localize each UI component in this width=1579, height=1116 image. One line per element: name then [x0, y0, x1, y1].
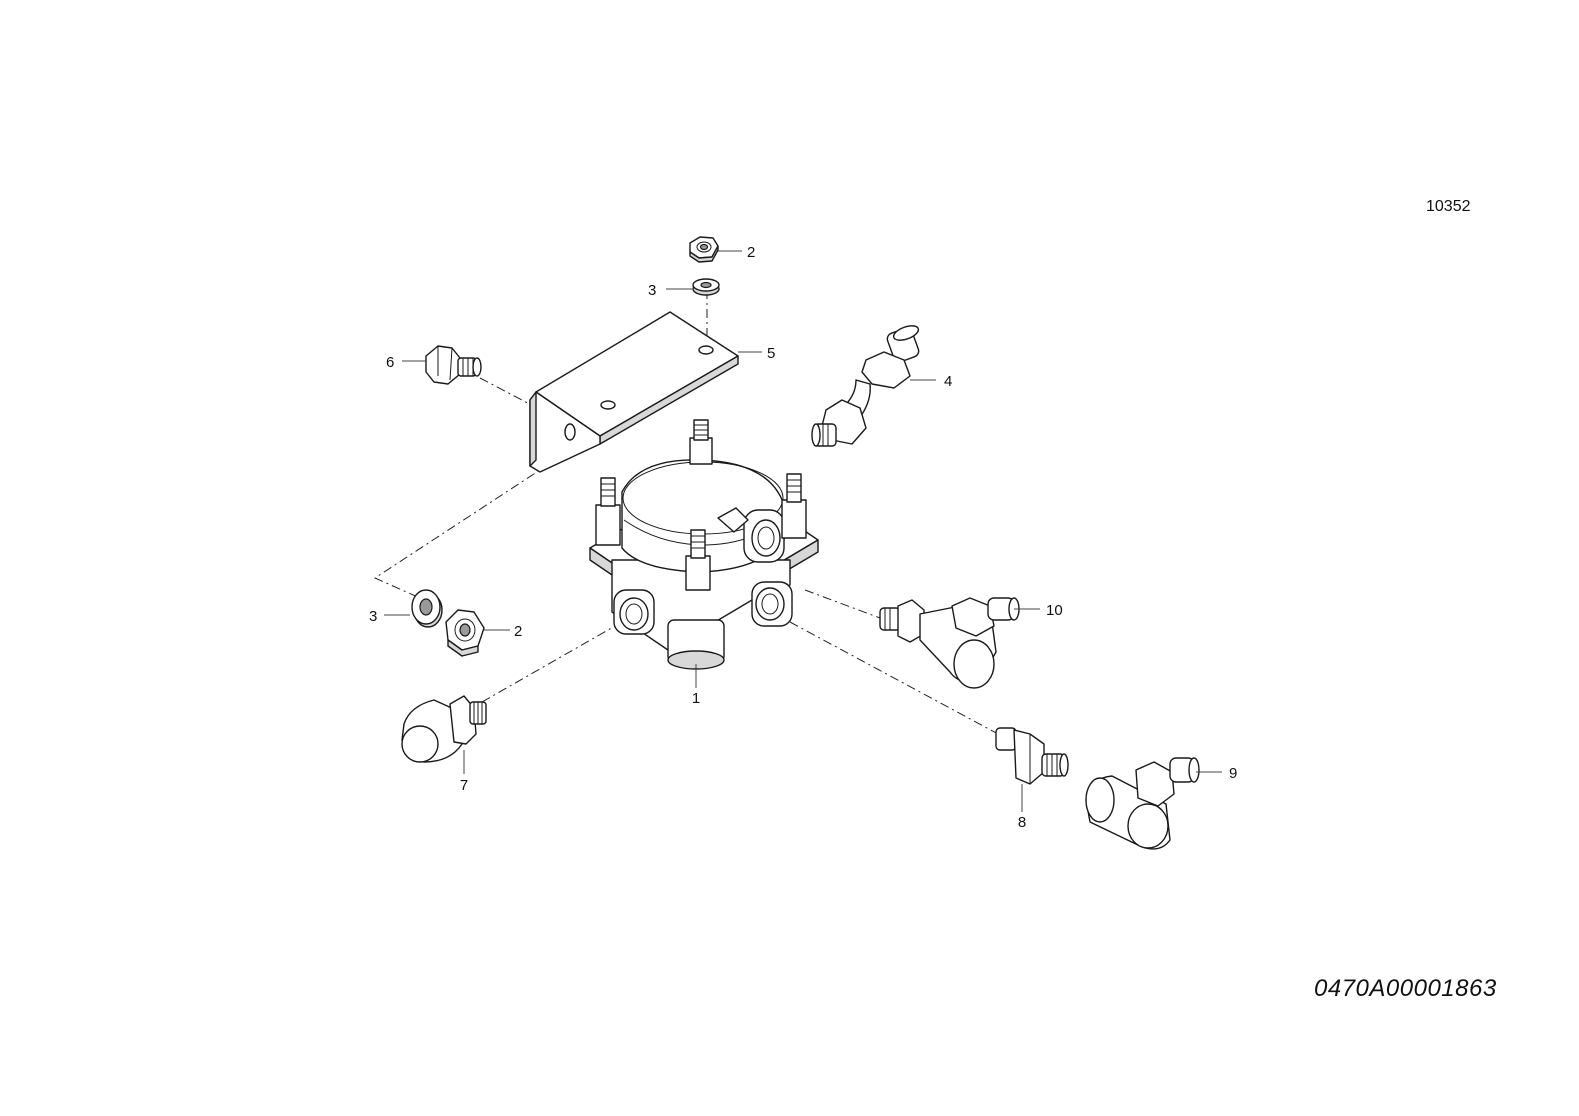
callout-4: 4 — [944, 373, 952, 390]
drawing-code: 0470A00001863 — [1314, 975, 1497, 1002]
stud-right — [781, 473, 807, 539]
hex-nut-top — [689, 236, 719, 263]
callout-8: 8 — [1018, 814, 1026, 831]
callout-6: 6 — [386, 354, 394, 371]
callout-2-lower: 2 — [514, 623, 522, 640]
callout-9: 9 — [1229, 765, 1237, 782]
callout-2-top: 2 — [747, 244, 755, 261]
callout-3-top: 3 — [648, 282, 656, 299]
callout-labels: 1 2 3 4 5 6 3 2 10 7 8 9 — [369, 244, 1237, 831]
relay-valve — [589, 419, 819, 670]
mounting-bracket — [529, 311, 739, 473]
hex-nut-lower — [445, 609, 485, 657]
stud-front — [685, 529, 711, 591]
callout-leaders — [384, 250, 1222, 812]
hex-bolt — [425, 345, 482, 385]
callout-1: 1 — [692, 690, 700, 707]
cap-fitting — [401, 695, 487, 763]
washer-lower — [411, 589, 443, 628]
tee-fitting-10 — [879, 597, 1020, 689]
elbow-fitting — [811, 325, 920, 447]
washer-top — [692, 278, 720, 296]
callout-7: 7 — [460, 777, 468, 794]
tee-fitting-9 — [1085, 757, 1200, 850]
straight-fitting — [995, 727, 1069, 785]
assembly-lines — [373, 290, 1001, 736]
stud-top — [689, 419, 713, 465]
stud-left — [595, 477, 621, 546]
reference-number: 10352 — [1426, 198, 1471, 215]
callout-3-lower: 3 — [369, 608, 377, 625]
callout-5: 5 — [767, 345, 775, 362]
callout-10: 10 — [1046, 602, 1063, 619]
